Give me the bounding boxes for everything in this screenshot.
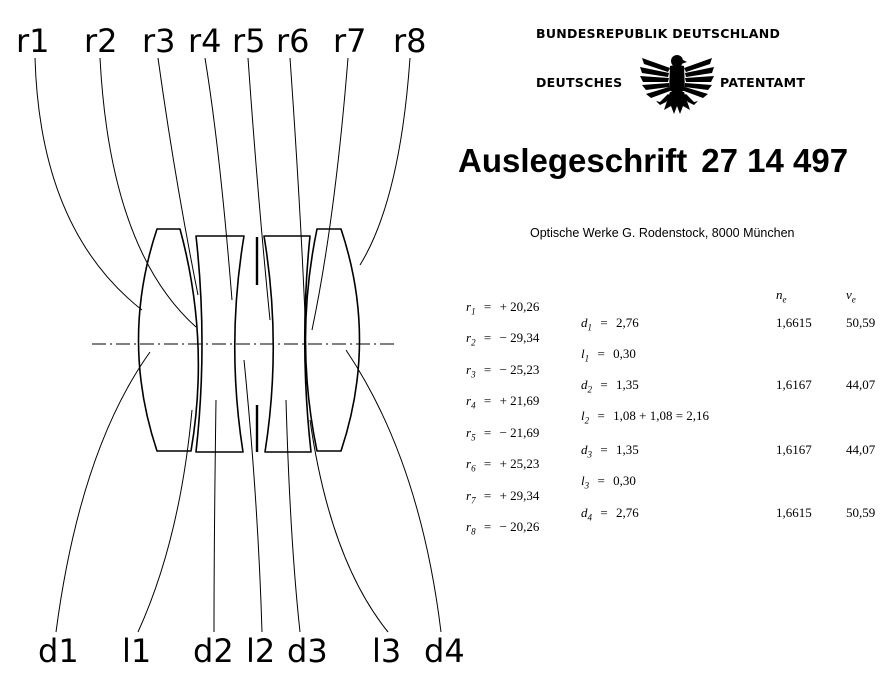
label-d1: d1	[38, 632, 79, 670]
label-r7: r7	[333, 22, 367, 60]
title-number: 27 14 497	[701, 142, 849, 179]
label-l2: l2	[246, 632, 275, 670]
federal-eagle-icon	[640, 55, 714, 114]
label-l3: l3	[372, 632, 401, 670]
leader-d3	[285, 399, 301, 633]
leader-l1	[137, 409, 193, 633]
leader-r6	[289, 57, 306, 316]
label-l1: l1	[122, 632, 151, 670]
label-r6: r6	[276, 22, 310, 60]
leader-d1	[55, 351, 151, 633]
label-r3: r3	[142, 22, 176, 60]
label-r8: r8	[393, 22, 427, 60]
col-header-ve: ve	[846, 287, 856, 305]
label-r5: r5	[232, 22, 266, 60]
leader-d2	[213, 399, 217, 633]
header-republic: BUNDESREPUBLIK DEUTSCHLAND	[536, 26, 781, 41]
lens-element-3	[263, 235, 312, 453]
label-r1: r1	[16, 22, 50, 60]
leader-r5	[247, 57, 271, 321]
lens-element-4	[304, 228, 361, 452]
header-office-left: DEUTSCHES	[536, 75, 623, 90]
applicant-name: Optische Werke G. Rodenstock, 8000 Münch…	[530, 226, 795, 240]
label-r4: r4	[188, 22, 222, 60]
leader-r3	[157, 57, 199, 296]
label-d2: d2	[193, 632, 234, 670]
radius-row: r8=− 20,26	[466, 519, 540, 537]
header-office-right: PATENTAMT	[720, 75, 806, 90]
leader-r1	[34, 57, 143, 311]
radius-row: r1=+ 20,26	[466, 299, 540, 317]
col-header-ne: ne	[776, 287, 787, 305]
label-d3: d3	[287, 632, 328, 670]
leader-l2	[243, 359, 263, 633]
leader-l3	[309, 419, 389, 633]
leader-d4	[345, 349, 442, 633]
radius-row: r3=− 25,23	[466, 362, 540, 380]
radius-row: r7=+ 29,34	[466, 488, 540, 506]
leader-r2	[99, 57, 197, 328]
leader-r7	[311, 57, 349, 331]
lens-element-1	[137, 228, 200, 452]
label-r2: r2	[84, 22, 118, 60]
radius-row: r4=+ 21,69	[466, 393, 540, 411]
title-label: Auslegeschrift	[458, 142, 688, 179]
radius-row: r2=− 29,34	[466, 330, 540, 348]
leader-r4	[204, 57, 233, 301]
lens-diagram: r1 r2 r3 r4 r5 r6 r7 r8 d1 l1 d2 l2 d3 l…	[16, 22, 465, 670]
radius-row: r6=+ 25,23	[466, 456, 540, 474]
radius-row: r5=− 21,69	[466, 425, 540, 443]
document-title: Auslegeschrift 27 14 497	[458, 142, 848, 180]
lens-element-2	[195, 235, 245, 453]
leader-r8	[359, 57, 411, 266]
label-d4: d4	[424, 632, 465, 670]
